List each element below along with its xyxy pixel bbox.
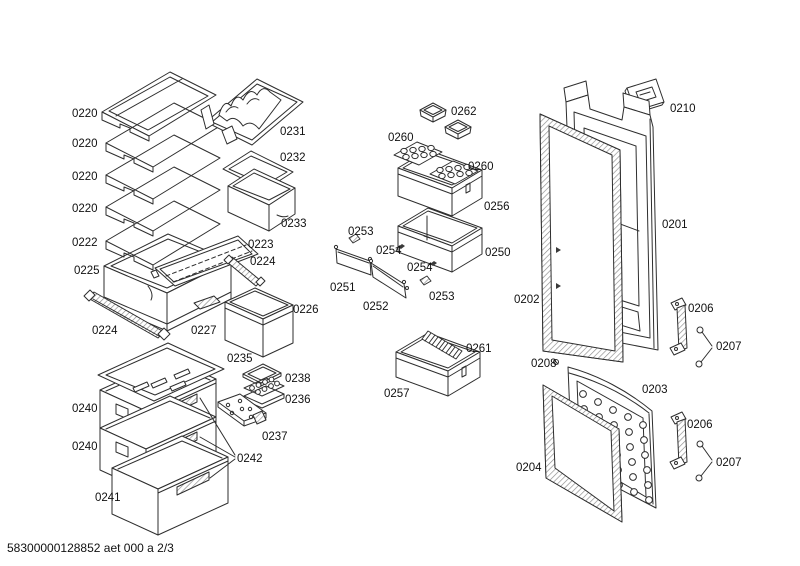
label-trim-strip: 0227	[191, 325, 217, 337]
label-drawer-fronts: 0242	[237, 453, 263, 465]
label-shelf-4: 0220	[72, 203, 98, 215]
label-door-gasket-upper: 0202	[514, 294, 540, 306]
part-door-shelf-lower	[395, 332, 481, 397]
label-handle-trim: 0210	[670, 103, 696, 115]
part-flap-left	[333, 244, 373, 276]
label-bottle-clamp: 0261	[466, 343, 492, 355]
label-shelf-2: 0220	[72, 138, 98, 150]
part-bottle-clamp	[421, 330, 463, 360]
label-screw-right: 0254	[407, 262, 433, 274]
part-hinge-bracket-upper	[669, 297, 688, 356]
document-code: 58300000128852 aet 000 a 2/3	[7, 541, 174, 555]
label-flap-right: 0252	[363, 301, 389, 313]
part-rack-box	[227, 168, 296, 232]
label-drawer-upper: 0240	[72, 403, 98, 415]
label-shelf-3: 0220	[72, 171, 98, 183]
label-clip-left: 0253	[348, 226, 374, 238]
part-rail-left	[83, 289, 171, 341]
part-trim-strip	[193, 295, 221, 310]
label-drawer-lower: 0241	[95, 492, 121, 504]
label-perforated-plate: 0237	[262, 431, 288, 443]
part-clip-left	[348, 233, 361, 244]
part-hinge-screws-upper	[695, 326, 713, 368]
label-rack-frame: 0232	[280, 152, 306, 164]
label-hinge-bracket-lower: 0206	[687, 419, 713, 431]
label-door-shelf-mid: 0250	[485, 247, 511, 259]
part-clip-right	[419, 275, 432, 286]
label-butter-dishes: 0262	[451, 106, 477, 118]
label-screw-small: 0208	[531, 358, 557, 370]
part-drawer-lower	[111, 435, 229, 536]
label-cover-plate: 0223	[248, 239, 274, 251]
label-drawer-middle: 0240	[72, 441, 98, 453]
part-screw-left	[395, 244, 405, 249]
label-screw-left: 0254	[376, 245, 402, 257]
label-flap-left: 0251	[330, 282, 356, 294]
label-shelf-1: 0220	[72, 108, 98, 120]
label-shelf-5: 0222	[72, 237, 98, 249]
leader-drawer-fronts	[199, 397, 236, 479]
label-clip-right: 0253	[429, 291, 455, 303]
part-shelf-1	[101, 71, 217, 142]
part-door-shelf-mid	[397, 207, 483, 273]
part-drawer-lid	[97, 342, 225, 402]
label-hinge-screws-upper: 0207	[716, 341, 742, 353]
label-door-shelf-upper: 0256	[484, 201, 510, 213]
label-small-lid: 0238	[285, 373, 311, 385]
label-hinge-bracket-upper: 0206	[688, 303, 714, 315]
label-egg-tray-left: 0260	[388, 132, 414, 144]
label-crisper-box: 0225	[74, 265, 100, 277]
part-rail-right	[223, 254, 266, 287]
label-freezer-door: 0203	[642, 384, 668, 396]
part-egg-insert	[243, 376, 285, 409]
label-rail-left: 0224	[92, 325, 118, 337]
label-bin-deep: 0226	[293, 304, 319, 316]
part-hinge-screws-lower	[695, 440, 713, 482]
part-screw-small	[553, 359, 559, 365]
part-flap-right	[368, 258, 409, 299]
label-egg-insert: 0236	[285, 394, 311, 406]
label-bottle-rack: 0231	[280, 126, 306, 138]
part-bottle-rack	[200, 78, 304, 146]
part-screw-right	[427, 261, 437, 266]
label-rack-box: 0233	[281, 218, 307, 230]
part-butter-dishes	[419, 102, 472, 140]
part-cover-plate	[150, 235, 259, 287]
label-fridge-door: 0201	[662, 219, 688, 231]
label-egg-tray-right: 0260	[468, 161, 494, 173]
label-drawer-lid: 0235	[227, 353, 253, 365]
label-door-gasket-lower: 0204	[516, 462, 542, 474]
part-egg-tray-left	[393, 141, 443, 166]
part-door-gasket-lower	[542, 384, 623, 523]
part-deep-bin	[224, 287, 294, 358]
label-door-shelf-lower: 0257	[384, 388, 410, 400]
part-door-gasket-upper	[539, 113, 624, 363]
part-shelf-3	[105, 134, 221, 205]
part-shelf-4	[105, 166, 221, 237]
label-hinge-screws-lower: 0207	[716, 457, 742, 469]
part-perforated-plate	[217, 393, 267, 427]
part-hinge-bracket-lower	[669, 411, 688, 470]
part-egg-tray-right	[429, 160, 479, 185]
label-rail-right: 0224	[250, 256, 276, 268]
